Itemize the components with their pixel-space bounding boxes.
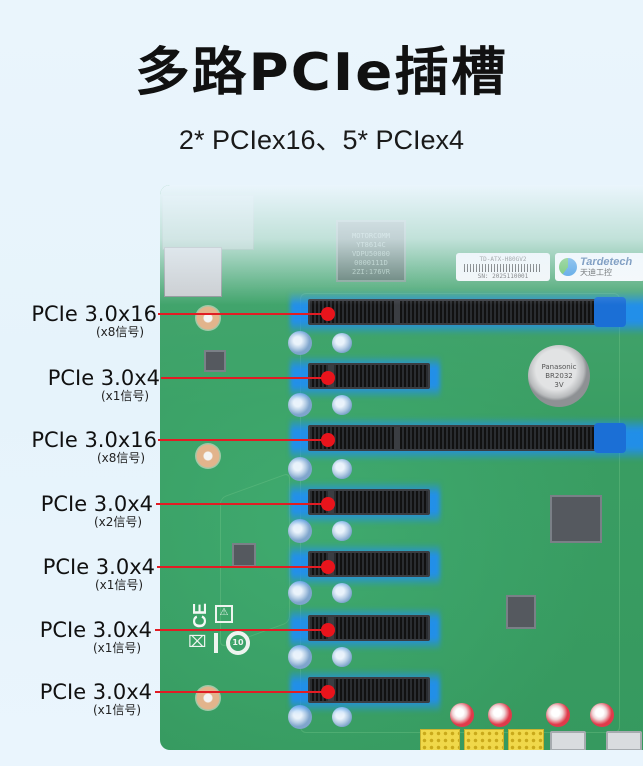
leader-line [158,313,328,315]
capacitor [288,457,312,481]
slot-label: PCIe 3.0x16 [31,302,157,326]
cmos-battery: Panasonic BR2032 3V [528,345,590,407]
capacitor [288,331,312,355]
battery-text: BR2032 [545,372,573,380]
slot-callout-1: PCIe 3.0x16 (x8信号) [0,302,340,352]
slot-signal-label: (x1信号) [95,578,144,592]
leader-line [155,691,328,693]
capacitor-red [546,703,570,727]
weee-bin-icon: ⌧ [188,632,207,651]
capacitor [332,333,352,353]
pin-header [420,729,460,750]
slot-label: PCIe 3.0x4 [39,680,152,704]
capacitor [332,521,352,541]
pin-header [464,729,504,750]
mounting-hole [195,443,221,469]
slot-callout-7: PCIe 3.0x4 (x1信号) [0,680,340,730]
page-title: 多路PCIe插槽 [135,43,508,103]
ic-chip [550,495,602,543]
mounting-hole [195,305,221,331]
slot-signal-label: (x8信号) [96,325,145,339]
slot-callout-3: PCIe 3.0x16 (x8信号) [0,428,340,478]
slot-label: PCIe 3.0x4 [47,366,160,390]
battery-text: Panasonic [541,363,577,371]
battery-text: 3V [554,381,564,389]
marking-bar [214,633,218,653]
leader-line [157,566,328,568]
capacitor-red [450,703,474,727]
slot-label: PCIe 3.0x4 [40,492,153,516]
slot-signal-label: (x1信号) [93,641,142,655]
ic-chip [204,350,226,372]
capacitor [332,395,352,415]
slot-signal-label: (x2信号) [94,515,143,529]
leader-line [156,503,328,505]
leader-dot [321,497,335,511]
leader-dot [321,560,335,574]
leader-dot [321,685,335,699]
slot-label: PCIe 3.0x4 [42,555,155,579]
slot-label: PCIe 3.0x4 [39,618,152,642]
pin-header [508,729,544,750]
slot-callout-6: PCIe 3.0x4 (x1信号) [0,618,340,668]
mounting-hole [195,685,221,711]
capacitor [332,459,352,479]
slot-signal-label: (x1信号) [101,389,150,403]
leader-dot [321,307,335,321]
pcie-slot-3 [308,423,626,453]
leader-dot [321,433,335,447]
slot-signal-label: (x1信号) [93,703,142,717]
slot-signal-label: (x8信号) [97,451,146,465]
slot-callout-2: PCIe 3.0x4 (x1信号) [0,366,340,416]
slot-label: PCIe 3.0x16 [31,428,157,452]
slot-callout-4: PCIe 3.0x4 (x2信号) [0,492,340,542]
leader-line [161,377,328,379]
capacitor [332,647,352,667]
motherboard-image: MOTORCOMM YT8614C VDPU50000 0000111D 2ZI… [160,185,643,750]
page-subtitle: 2* PCIex16、5* PCIex4 [178,125,465,155]
leader-line [158,439,328,441]
ic-chip [232,543,256,567]
capacitor-red [488,703,512,727]
leader-dot [321,623,335,637]
usb-port [606,731,642,750]
ic-chip [506,595,536,629]
leader-dot [321,371,335,385]
capacitor [332,583,352,603]
capacitor-red [590,703,614,727]
esd-warning-icon: ⚠ [215,605,233,623]
leader-line [155,629,328,631]
recycle-icon: 10 [226,631,250,655]
board-top-fade [160,185,643,305]
slot-callout-5: PCIe 3.0x4 (x1信号) [0,555,340,605]
usb-port [550,731,586,750]
